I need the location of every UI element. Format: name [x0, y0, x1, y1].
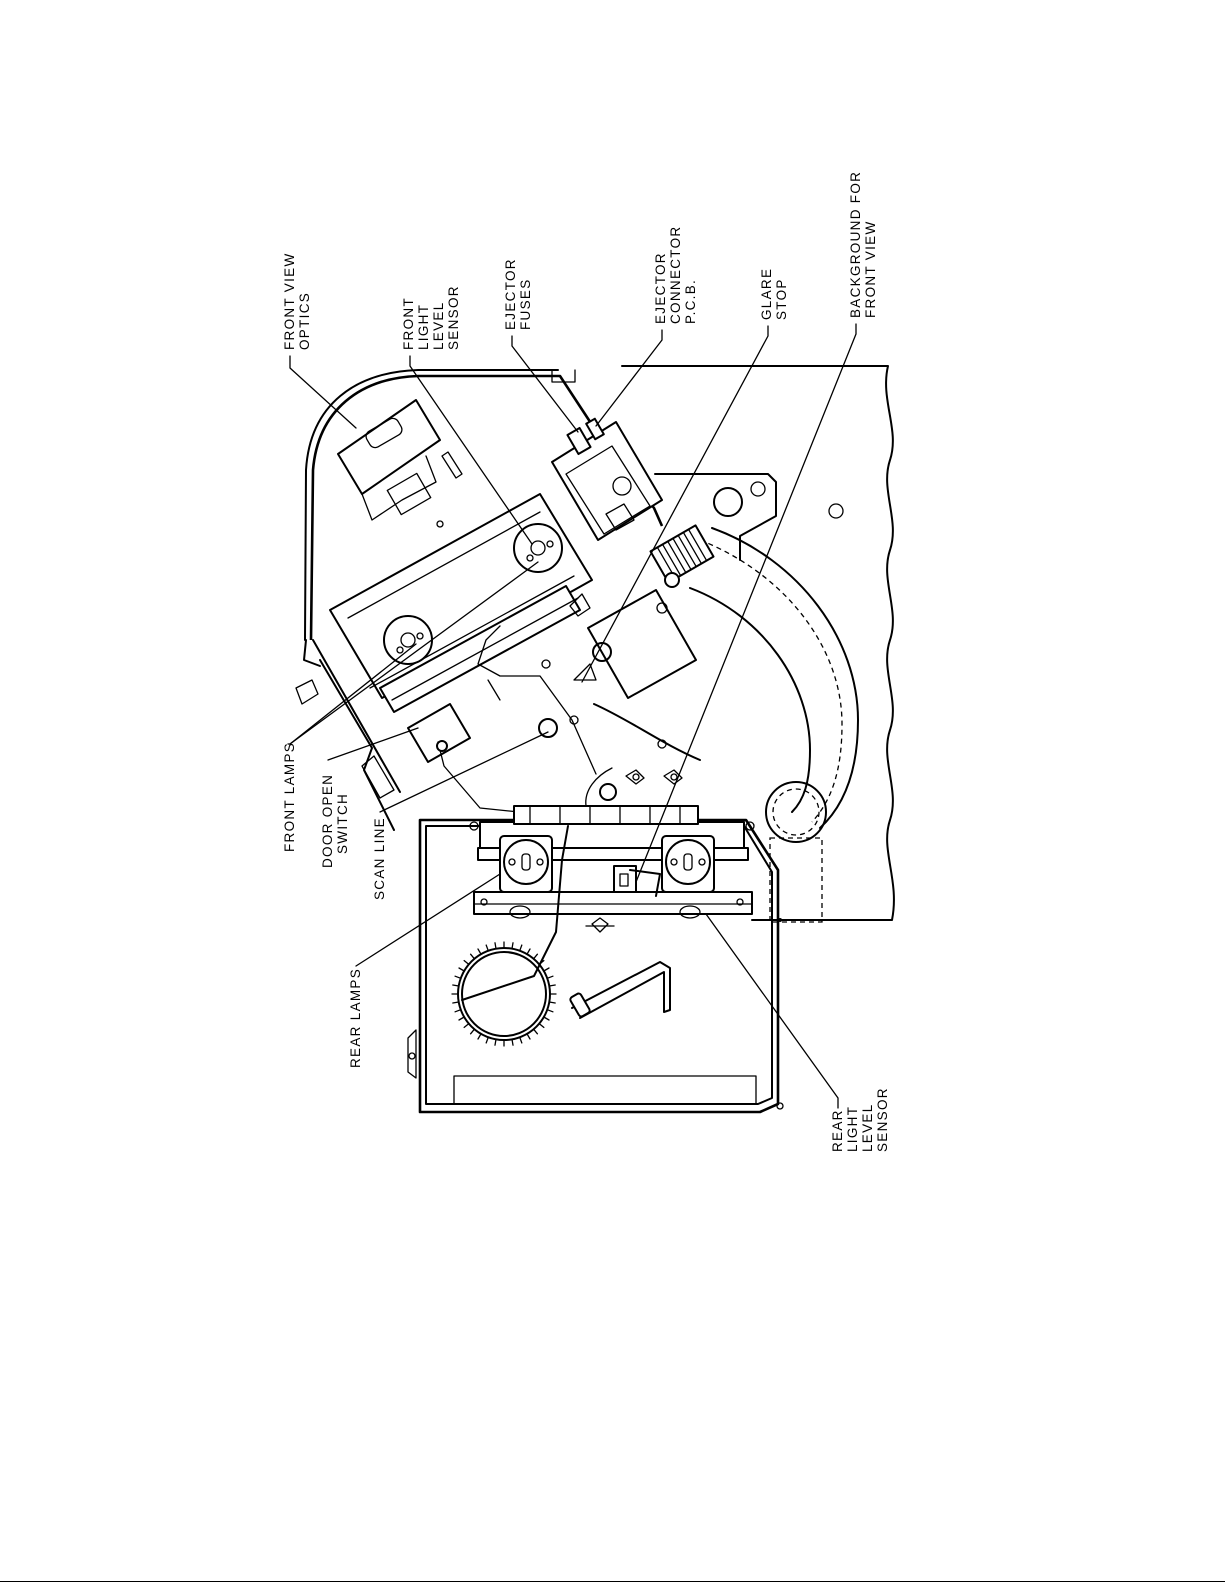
label-glare-stop-2: STOP	[774, 278, 789, 320]
front-door-assembly	[296, 370, 700, 830]
label-door-open-switch-1: DOOR OPEN	[320, 774, 335, 868]
label-background-front-view-2: FRONT VIEW	[863, 220, 878, 318]
label-background-front-view-1: BACKGROUND FOR	[848, 171, 863, 318]
front-view-optics	[338, 400, 462, 527]
label-ejector-connector-2: CONNECTOR	[668, 226, 683, 324]
label-glare-stop-1: GLARE	[759, 268, 774, 320]
label-front-light-level-sensor-4: SENSOR	[446, 285, 461, 350]
label-ejector-connector-1: EJECTOR	[653, 252, 668, 324]
front-view-background-curve	[650, 525, 858, 842]
callout-rear-light-level-sensor: REAR LIGHT LEVEL SENSOR	[830, 1087, 890, 1152]
label-ejector-fuses-1: EJECTOR	[503, 258, 518, 330]
leader-ejector-fuses	[512, 336, 578, 432]
background-roller	[766, 782, 826, 842]
callout-scan-line: SCAN LINE	[372, 817, 387, 900]
label-rear-light-level-sensor-2: LIGHT	[845, 1106, 860, 1152]
label-rear-lamps: REAR LAMPS	[348, 968, 363, 1068]
leader-scan-line	[380, 732, 548, 812]
rear-gear-wheel	[452, 942, 556, 1046]
label-front-lamps: FRONT LAMPS	[282, 742, 297, 852]
callout-door-open-switch: DOOR OPEN SWITCH	[320, 774, 350, 868]
callout-glare-stop: GLARE STOP	[759, 268, 789, 320]
leader-ejector-connector	[596, 330, 662, 426]
callout-front-lamps: FRONT LAMPS	[282, 742, 297, 852]
label-front-light-level-sensor-1: FRONT	[401, 297, 416, 350]
ejector-box	[552, 419, 662, 540]
rear-lamp-socket-2	[662, 836, 714, 892]
rear-lamp-socket-1	[500, 836, 552, 892]
label-ejector-connector-3: P.C.B.	[683, 279, 698, 324]
front-lamp-socket-2	[514, 524, 562, 572]
label-door-open-switch-2: SWITCH	[335, 793, 350, 854]
label-front-light-level-sensor-3: LEVEL	[431, 301, 446, 350]
rear-door-window	[454, 1076, 756, 1104]
label-front-view-optics-1: FRONT VIEW	[282, 252, 297, 350]
label-front-light-level-sensor-2: LIGHT	[416, 304, 431, 350]
callout-front-light-level-sensor: FRONT LIGHT LEVEL SENSOR	[401, 285, 461, 350]
label-rear-light-level-sensor-1: REAR	[830, 1109, 845, 1152]
ejector-connector	[586, 419, 604, 440]
glare-stop-bracket	[570, 590, 696, 698]
callout-front-view-optics: FRONT VIEW OPTICS	[282, 252, 312, 350]
callout-rear-lamps: REAR LAMPS	[348, 968, 363, 1068]
callout-background-for-front-view: BACKGROUND FOR FRONT VIEW	[848, 171, 878, 318]
rear-door-assembly	[408, 768, 783, 1112]
page-bottom-rule	[0, 1581, 1225, 1582]
label-front-view-optics-2: OPTICS	[297, 292, 312, 350]
label-ejector-fuses-2: FUSES	[518, 278, 533, 330]
callout-ejector-connector-pcb: EJECTOR CONNECTOR P.C.B.	[653, 226, 698, 324]
label-rear-light-level-sensor-3: LEVEL	[860, 1103, 875, 1152]
label-scan-line: SCAN LINE	[372, 817, 387, 900]
label-rear-light-level-sensor-4: SENSOR	[875, 1087, 890, 1152]
callout-ejector-fuses: EJECTOR FUSES	[503, 258, 533, 330]
leader-door-open-switch	[328, 728, 418, 760]
